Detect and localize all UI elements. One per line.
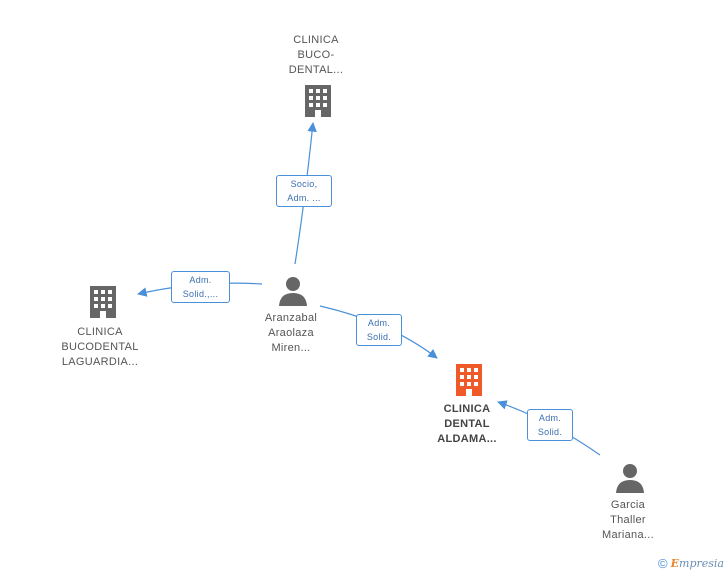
edge-label-socio-adm[interactable]: Socio, Adm. ... [276, 175, 332, 207]
node-line: ALDAMA... [437, 433, 497, 445]
copyright-icon: © [658, 556, 668, 571]
node-line: Araolaza [268, 327, 314, 339]
edge-label-line: Adm. ... [287, 193, 321, 203]
node-line: DENTAL [444, 418, 490, 430]
edge-label-adm-solid-garcia[interactable]: Adm. Solid. [527, 409, 573, 441]
building-icon[interactable] [303, 84, 333, 118]
node-label-clinica-dental-aldama[interactable]: CLINICA DENTAL ALDAMA... [419, 402, 515, 447]
node-line: CLINICA [293, 34, 339, 46]
node-line: BUCODENTAL [61, 341, 139, 353]
node-label-clinica-buco-dental[interactable]: CLINICA BUCO- DENTAL... [268, 33, 364, 78]
edge-label-adm-solid-aranzabal[interactable]: Adm. Solid. [356, 314, 402, 346]
brand-logo[interactable]: Empresia [671, 557, 724, 570]
edge-label-line: Adm. [189, 275, 212, 285]
node-label-clinica-bucodental-laguardia[interactable]: CLINICA BUCODENTAL LAGUARDIA... [52, 325, 148, 370]
node-line: Garcia [610, 499, 646, 511]
node-line: LAGUARDIA... [61, 356, 139, 368]
node-label-garcia[interactable]: Garcia Thaller Mariana... [580, 498, 676, 543]
node-line: CLINICA [77, 326, 123, 338]
node-line: Mariana... [602, 529, 654, 541]
node-line: CLINICA [443, 403, 491, 415]
node-line: Thaller [610, 514, 646, 526]
edge-label-line: Solid.,... [182, 289, 219, 299]
building-icon[interactable] [88, 285, 118, 319]
building-icon[interactable] [454, 363, 484, 397]
node-line: DENTAL... [288, 64, 344, 76]
edge-label-adm-solid-laguardia[interactable]: Adm. Solid.,... [171, 271, 230, 303]
footer-brand: © Empresia [658, 556, 724, 571]
person-icon[interactable] [615, 462, 645, 494]
edge-label-line: Adm. [538, 413, 562, 423]
node-label-aranzabal[interactable]: Aranzabal Araolaza Miren... [243, 311, 339, 356]
brand-name: mpresia [679, 557, 724, 570]
node-line: Aranzabal [264, 312, 318, 324]
node-line: Miren... [271, 342, 311, 354]
node-line: BUCO- [297, 49, 335, 61]
brand-initial: E [670, 557, 680, 570]
person-icon[interactable] [278, 275, 308, 307]
edge-label-line: Solid. [537, 427, 563, 437]
edge-label-line: Solid. [366, 332, 392, 342]
edge-label-line: Adm. [367, 318, 391, 328]
edge-label-line: Socio, [290, 179, 318, 189]
